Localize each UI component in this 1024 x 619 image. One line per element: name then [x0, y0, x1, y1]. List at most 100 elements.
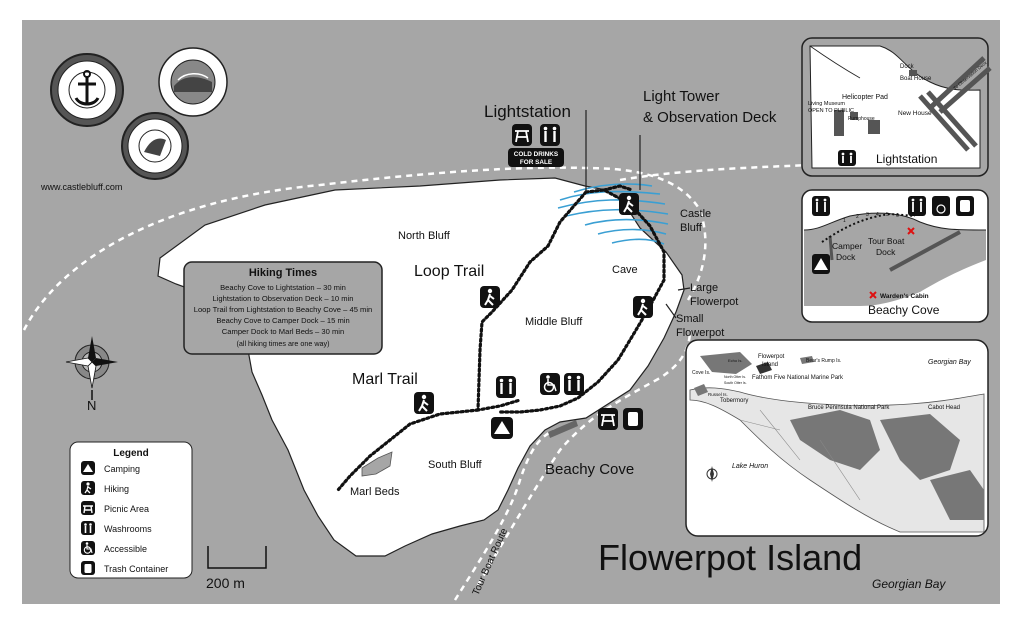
compass-north-label: N	[87, 398, 96, 413]
region-bears-rump: Bear's Rump Is.	[806, 358, 841, 364]
leader-lines	[585, 110, 691, 319]
region-bruce-peninsula: Bruce Peninsula National Park	[808, 405, 890, 411]
legend-label: Washrooms	[104, 524, 152, 534]
region-tobermory: Tobermory	[720, 398, 748, 404]
label-south-bluff: South Bluff	[428, 459, 483, 471]
legend-item-camping: Camping	[81, 461, 140, 475]
label-lightstation: Lightstation	[484, 102, 571, 121]
friends-fathom-five-badge	[50, 53, 124, 127]
inset-lightstation-pumphouse: Pumphouse	[848, 116, 875, 122]
legend-box: Legend Camping Hiking Picnic Area Washro…	[69, 441, 193, 579]
hiking-times-line: Camper Dock to Marl Beds – 30 min	[222, 327, 344, 336]
inset-lightstation-open: OPEN TO PUBLIC	[808, 108, 854, 114]
label-small-flowerpot-2: Flowerpot	[676, 327, 724, 339]
label-beachy-cove: Beachy Cove	[545, 461, 634, 478]
label-north-bluff: North Bluff	[398, 230, 451, 242]
inset-tour-boat-dock-2: Dock	[876, 247, 896, 257]
inset-lightstation-new-house: New House	[898, 110, 932, 117]
inset-site-1: 1	[843, 218, 846, 224]
region-north-otter: North Otter Is.	[724, 375, 746, 379]
observation-deck-water	[557, 183, 669, 245]
legend-label: Picnic Area	[104, 504, 149, 514]
legend-label: Accessible	[104, 544, 147, 554]
marl-trail-path	[336, 408, 480, 492]
label-marl-trail: Marl Trail	[352, 371, 418, 388]
legend-item-trash: Trash Container	[81, 561, 168, 575]
lightstation-facilities: COLD DRINKS FOR SALE	[508, 124, 564, 167]
inset-lightstation-helicopter-pad: Helicopter Pad	[842, 94, 888, 101]
beachy-cove-dock	[548, 420, 578, 438]
legend-label: Hiking	[104, 484, 129, 494]
inset-site-2: 2	[856, 214, 859, 220]
legend-item-picnic: Picnic Area	[81, 501, 149, 515]
inset-camper-dock-2: Dock	[836, 252, 856, 262]
label-observation-deck: & Observation Deck	[643, 109, 777, 126]
region-echo: Echo Is.	[728, 358, 742, 363]
legend-label: Trash Container	[104, 564, 168, 574]
hiking-times-line: Loop Trail from Lightstation to Beachy C…	[194, 305, 373, 314]
label-cave: Cave	[612, 264, 638, 276]
hiking-times-line: Lightstation to Observation Deck – 10 mi…	[213, 294, 354, 303]
hiking-icon	[414, 392, 434, 414]
inset-wardens-cabin: Warden's Cabin	[880, 293, 929, 300]
legend-item-washrooms: Washrooms	[81, 521, 152, 535]
hiking-icon	[633, 296, 653, 318]
region-lake-huron: Lake Huron	[732, 463, 768, 470]
inset-beachy-cove: 1 2 3 4 5 6 Camper Dock Tour Boat Dock W…	[801, 189, 989, 323]
hiking-icon	[619, 193, 639, 215]
flowerpot-lightstation-badge	[158, 47, 228, 117]
inset-regional-map: Georgian Bay Flowerpot Island Bear's Rum…	[685, 339, 989, 537]
label-large-flowerpot-2: Flowerpot	[690, 296, 738, 308]
inset-site-3: 3	[866, 212, 869, 218]
hiking-times-line: Beachy Cove to Camper Dock – 15 min	[216, 316, 349, 325]
cold-drinks-line1: COLD DRINKS	[514, 151, 559, 158]
hiking-times-line: (all hiking times are one way)	[236, 339, 329, 348]
legend-title: Legend	[113, 448, 149, 459]
tour-boat-route-lines	[22, 163, 811, 601]
inset-lightstation-living-museum: Living Museum	[808, 101, 845, 107]
inset-site-4: 4	[876, 212, 879, 218]
cold-drinks-line2: FOR SALE	[520, 159, 553, 166]
inset-site-6: 6	[896, 213, 899, 219]
hiking-icon	[480, 286, 500, 308]
accessible-icon	[540, 373, 560, 395]
hiking-times-box: Hiking Times Beachy Cove to Lightstation…	[183, 261, 383, 355]
region-cabot-head: Cabot Head	[928, 405, 960, 411]
label-light-tower: Light Tower	[643, 88, 719, 105]
friends-bruce-peninsula-badge	[121, 112, 189, 180]
label-castle-bluff-2: Bluff	[680, 222, 703, 234]
inset-lightstation-title: Lightstation	[876, 152, 937, 166]
washrooms-icon	[564, 373, 584, 395]
label-middle-bluff: Middle Bluff	[525, 316, 583, 328]
map-title: Flowerpot Island	[598, 537, 862, 578]
scale-bar-label: 200 m	[206, 575, 245, 591]
inset-tour-boat-dock-1: Tour Boat	[868, 236, 905, 246]
map-subtitle: Georgian Bay	[872, 577, 946, 591]
label-marl-beds: Marl Beds	[350, 486, 400, 498]
label-small-flowerpot-1: Small	[676, 313, 704, 325]
inset-site-5: 5	[886, 212, 889, 218]
region-flowerpot-1: Flowerpot	[758, 354, 785, 360]
inset-lightstation-boat-house: Boat House	[900, 76, 932, 82]
compass-rose	[65, 336, 118, 400]
marl-beds-area	[361, 451, 393, 477]
label-large-flowerpot-1: Large	[690, 282, 718, 294]
hiking-times-line: Beachy Cove to Lightstation – 30 min	[220, 283, 346, 292]
region-flowerpot-2: Island	[762, 362, 778, 368]
hiking-times-title: Hiking Times	[249, 267, 317, 279]
region-south-otter: South Otter Is.	[724, 381, 747, 385]
legend-item-hiking: Hiking	[81, 481, 129, 495]
inset-lightstation-dock: Dock	[900, 64, 915, 70]
inset-beachy-cove-title: Beachy Cove	[868, 303, 940, 317]
legend-label: Camping	[104, 464, 140, 474]
label-loop-trail: Loop Trail	[414, 263, 484, 280]
region-cove: Cove Is.	[692, 370, 710, 376]
camping-icon	[491, 417, 513, 439]
region-georgian-bay: Georgian Bay	[928, 359, 971, 366]
trash-container-icon	[623, 408, 643, 430]
loop-trail-path	[476, 190, 588, 412]
label-castle-bluff-1: Castle	[680, 208, 711, 220]
website-url[interactable]: www.castlebluff.com	[40, 182, 122, 192]
inset-camper-dock-1: Camper	[832, 241, 862, 251]
